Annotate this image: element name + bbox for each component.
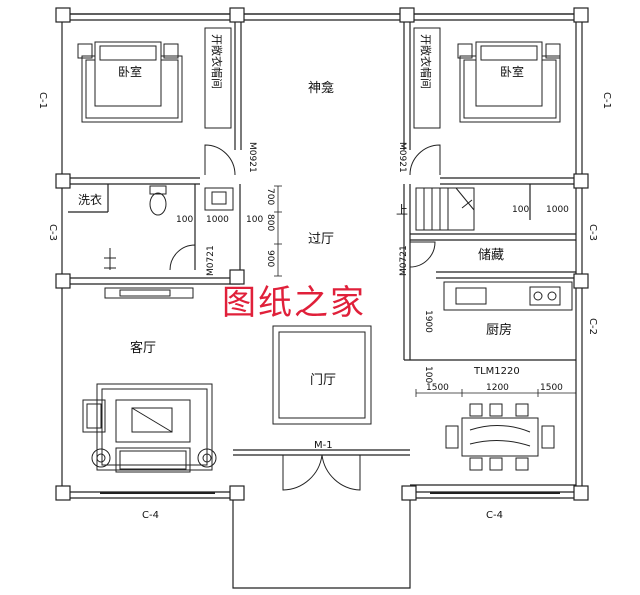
- door-label: M-1: [314, 440, 333, 451]
- door-label: M0721: [399, 245, 409, 276]
- window-label: C-4: [142, 510, 159, 521]
- column: [55, 7, 71, 23]
- window-label: C-1: [601, 92, 612, 109]
- room-label-laundry: 洗衣: [78, 192, 102, 207]
- dimension-label: 100: [176, 215, 193, 225]
- column: [229, 269, 245, 285]
- door-arc: [409, 144, 441, 176]
- room-label-foyer: 门厅: [310, 373, 336, 388]
- bed-left: [94, 41, 162, 107]
- column: [229, 7, 245, 23]
- window-label: C-1: [37, 92, 48, 109]
- column: [573, 7, 589, 23]
- washing-machine: [104, 248, 116, 270]
- dimension-label: 900: [265, 250, 275, 267]
- stair-up-label: 上: [396, 203, 408, 217]
- dimension-label: 1900: [423, 310, 433, 333]
- column: [573, 173, 589, 189]
- door-arc: [204, 144, 236, 176]
- dimension-label: 800: [265, 214, 275, 231]
- dimension-label: 1500: [540, 383, 563, 393]
- kitchen-counter: [443, 281, 573, 311]
- dimension-label: 1500: [426, 383, 449, 393]
- door-arc: [321, 454, 361, 491]
- room-label-kitchen: 厨房: [486, 322, 512, 338]
- foyer-border: [272, 325, 372, 425]
- column: [573, 485, 589, 501]
- column: [401, 485, 417, 501]
- staircase: [415, 187, 475, 231]
- column: [573, 273, 589, 289]
- door-label: M0721: [206, 245, 216, 276]
- tv-cabinet: [104, 287, 194, 299]
- watermark: 图纸之家: [222, 283, 366, 323]
- room-label-shrine: 神龛: [308, 81, 334, 96]
- door-arc: [169, 244, 196, 271]
- door-arc: [282, 454, 323, 491]
- window-label: C-2: [587, 318, 598, 335]
- dining-table: [445, 403, 555, 471]
- nightstand: [77, 43, 93, 59]
- column: [55, 485, 71, 501]
- window-label: C-3: [47, 224, 58, 241]
- column: [55, 173, 71, 189]
- window-label: C-3: [587, 224, 598, 241]
- dimension-label: 700: [265, 188, 275, 205]
- door-label: TLM1220: [473, 366, 520, 377]
- window-label: C-4: [486, 510, 503, 521]
- door-arc: [409, 241, 436, 268]
- nightstand: [163, 43, 179, 59]
- washbasin: [204, 187, 234, 211]
- column: [229, 485, 245, 501]
- dimension-label: 100: [246, 215, 263, 225]
- dimension-label: 1000: [546, 205, 569, 215]
- column: [55, 273, 71, 289]
- column: [399, 7, 415, 23]
- dimension-label: 1200: [486, 383, 509, 393]
- room-label-storage: 储藏: [478, 248, 504, 263]
- room-label-wardrobe-right: 开敞衣帽间: [419, 34, 433, 89]
- room-label-corridor: 过厅: [308, 232, 334, 247]
- bed-right: [475, 41, 543, 107]
- room-label-bedroom-right: 卧室: [500, 64, 524, 79]
- door-label: M0921: [247, 142, 257, 173]
- dimension-label: 1000: [206, 215, 229, 225]
- dimension-label: 100: [423, 366, 433, 383]
- room-label-bedroom-left: 卧室: [118, 64, 142, 79]
- wardrobe-right: [413, 27, 441, 129]
- door-label: M0921: [397, 142, 407, 173]
- room-label-wardrobe-left: 开敞衣帽间: [210, 34, 224, 89]
- dimension-label: 100: [512, 205, 529, 215]
- nightstand: [457, 43, 473, 59]
- sofa-set: [82, 383, 217, 473]
- room-label-living: 客厅: [130, 340, 156, 356]
- toilet: [149, 185, 167, 216]
- wardrobe-left: [204, 27, 232, 129]
- nightstand: [545, 43, 561, 59]
